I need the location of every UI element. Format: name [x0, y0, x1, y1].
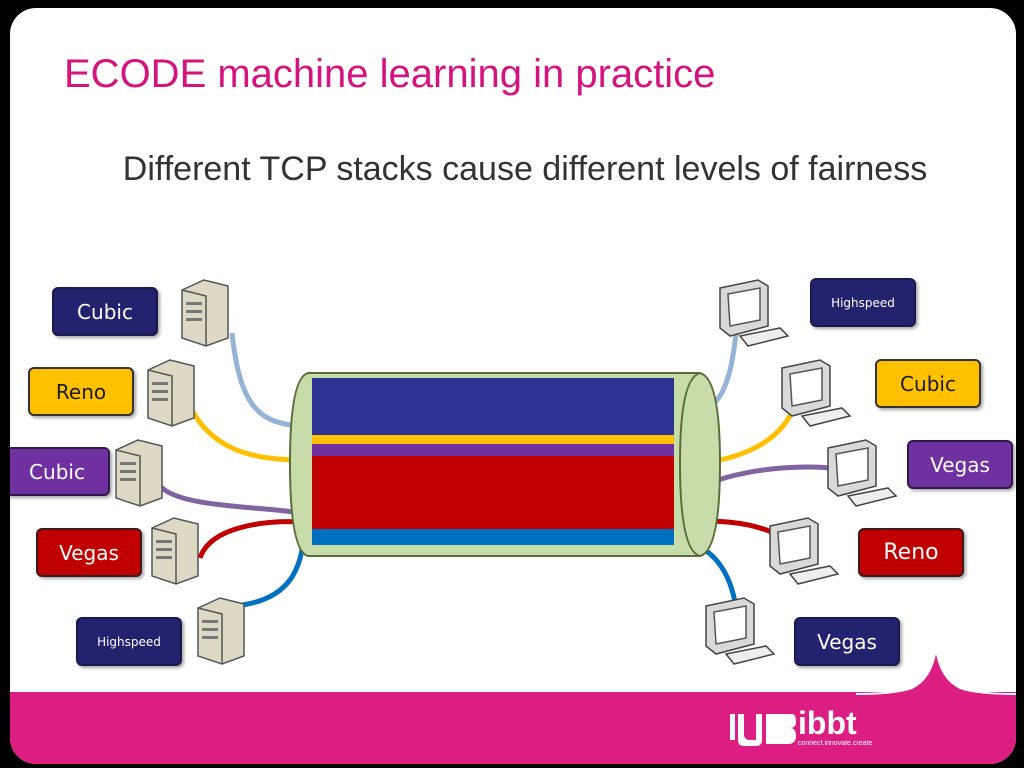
- footer-curve: [856, 648, 1016, 708]
- flow-band-reno: [312, 435, 674, 444]
- computer-icon: [719, 279, 790, 347]
- flow-band-cubic: [312, 444, 674, 456]
- link-left-1: [229, 332, 301, 429]
- server-icon: [181, 279, 229, 347]
- left-label-cubic-2: Cubic: [10, 447, 110, 496]
- link-left-2: [187, 404, 301, 463]
- computer-icon: [781, 359, 852, 427]
- slide-title: ECODE machine learning in practice: [64, 52, 716, 96]
- left-label-reno: Reno: [28, 367, 134, 416]
- link-left-3: [158, 484, 301, 516]
- server-icon: [151, 517, 199, 585]
- computer-icon: [827, 439, 898, 507]
- logo-text: ibbt: [798, 705, 857, 741]
- slide: ECODE machine learning in practice Diffe…: [10, 8, 1016, 764]
- ibbt-logo-icon: [730, 714, 796, 746]
- right-label-reno: Reno: [858, 528, 964, 577]
- right-label-highspeed: Highspeed: [810, 278, 916, 327]
- right-label-cubic: Cubic: [875, 359, 981, 408]
- left-label-highspeed: Highspeed: [76, 617, 182, 666]
- slide-subtitle: Different TCP stacks cause different lev…: [122, 150, 928, 188]
- logo-tagline: connect.innovate.create: [798, 740, 873, 747]
- server-icon: [115, 439, 163, 507]
- flow-band-vegas: [312, 456, 674, 529]
- server-icon: [147, 359, 195, 427]
- flow-band-highspeed: [312, 378, 674, 435]
- bottleneck-pipe: [288, 372, 722, 557]
- server-icon: [197, 597, 245, 665]
- link-left-5: [241, 532, 307, 608]
- left-label-cubic: Cubic: [52, 287, 158, 336]
- link-left-4: [197, 519, 303, 559]
- footer-band: [10, 692, 1016, 764]
- computer-icon: [705, 597, 776, 665]
- left-label-vegas: Vegas: [36, 528, 142, 577]
- flow-band-highspeed-2: [312, 529, 674, 545]
- right-label-vegas: Vegas: [907, 440, 1013, 489]
- computer-icon: [769, 517, 840, 585]
- network-diagram: [115, 279, 898, 665]
- right-label-vegas-2: Vegas: [794, 617, 900, 666]
